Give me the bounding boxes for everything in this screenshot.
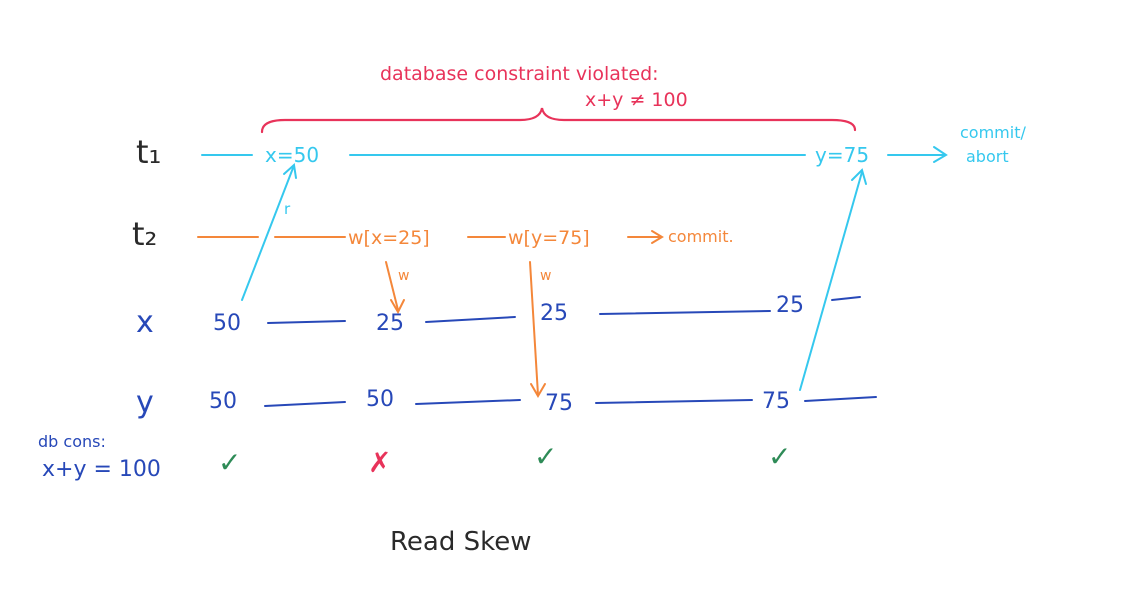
- t1-read-label: r: [284, 200, 291, 218]
- db-constraint-marks: ✓ ✗ ✓ ✓: [218, 440, 791, 479]
- t1-read-x-arrowhead: [283, 163, 297, 179]
- db-constraint-formula: x+y = 100: [42, 457, 161, 482]
- x-line-4: [831, 296, 861, 301]
- x-values: 50 25 25 25: [213, 293, 804, 336]
- violation-brace: [260, 107, 857, 134]
- constraint-check-2: ✗: [368, 446, 391, 479]
- t2-write-x-arrowhead: [390, 299, 405, 315]
- y-line-2: [415, 399, 521, 405]
- row-label-y: y: [136, 385, 154, 420]
- t2-write-y-arrow: [529, 261, 539, 396]
- y-row-lines: [264, 396, 877, 407]
- t2-write-x-label: w: [398, 268, 409, 284]
- x-row-lines: [267, 296, 861, 324]
- t2-write-x: w[x=25]: [348, 227, 430, 249]
- x-value-1: 50: [213, 311, 241, 336]
- y-line-1: [264, 401, 346, 407]
- t2-arrowhead-commit: [651, 230, 664, 244]
- constraint-check-1: ✓: [218, 446, 241, 479]
- y-value-3: 75: [545, 391, 573, 416]
- t1-read-x: x=50: [265, 143, 319, 167]
- y-value-1: 50: [209, 389, 237, 414]
- t2-write-y-label: w: [540, 268, 551, 284]
- t2-commit: commit.: [668, 227, 734, 246]
- t1-read-y: y=75: [815, 143, 869, 167]
- t2-write-x-arrow: [385, 261, 399, 311]
- row-label-t2: t₂: [132, 215, 157, 253]
- t1-timeline: [201, 146, 948, 391]
- y-value-4: 75: [762, 389, 790, 414]
- db-constraint-label: db cons:: [38, 432, 106, 451]
- x-value-2: 25: [376, 311, 404, 336]
- t1-arrowhead-end: [933, 146, 948, 163]
- constraint-violation-title: database constraint violated:: [380, 63, 659, 85]
- row-label-x: x: [136, 305, 154, 340]
- constraint-check-3: ✓: [534, 440, 557, 473]
- y-line-3: [595, 399, 753, 404]
- x-value-4: 25: [776, 293, 804, 318]
- t2-write-y-arrowhead: [530, 383, 546, 398]
- diagram-caption: Read Skew: [390, 527, 532, 557]
- y-values: 50 50 75 75: [209, 387, 790, 416]
- t1-read-x-arrow: [241, 167, 294, 301]
- constraint-violation-formula: x+y ≠ 100: [585, 89, 688, 111]
- t2-timeline: [197, 230, 664, 398]
- t1-read-y-arrow: [799, 171, 863, 391]
- y-value-2: 50: [366, 387, 394, 412]
- y-line-4: [804, 396, 877, 402]
- t1-end-line1: commit/: [960, 123, 1026, 142]
- x-line-3: [599, 310, 771, 315]
- constraint-violation-annotation: database constraint violated: x+y ≠ 100: [260, 63, 857, 134]
- x-value-3: 25: [540, 301, 568, 326]
- t1-end-line2: abort: [966, 147, 1009, 166]
- constraint-check-4: ✓: [768, 440, 791, 473]
- x-line-1: [267, 320, 346, 324]
- t2-write-y: w[y=75]: [508, 227, 590, 249]
- t1-read-y-arrowhead: [851, 168, 867, 185]
- x-line-2: [425, 316, 516, 323]
- row-label-t1: t₁: [136, 133, 161, 171]
